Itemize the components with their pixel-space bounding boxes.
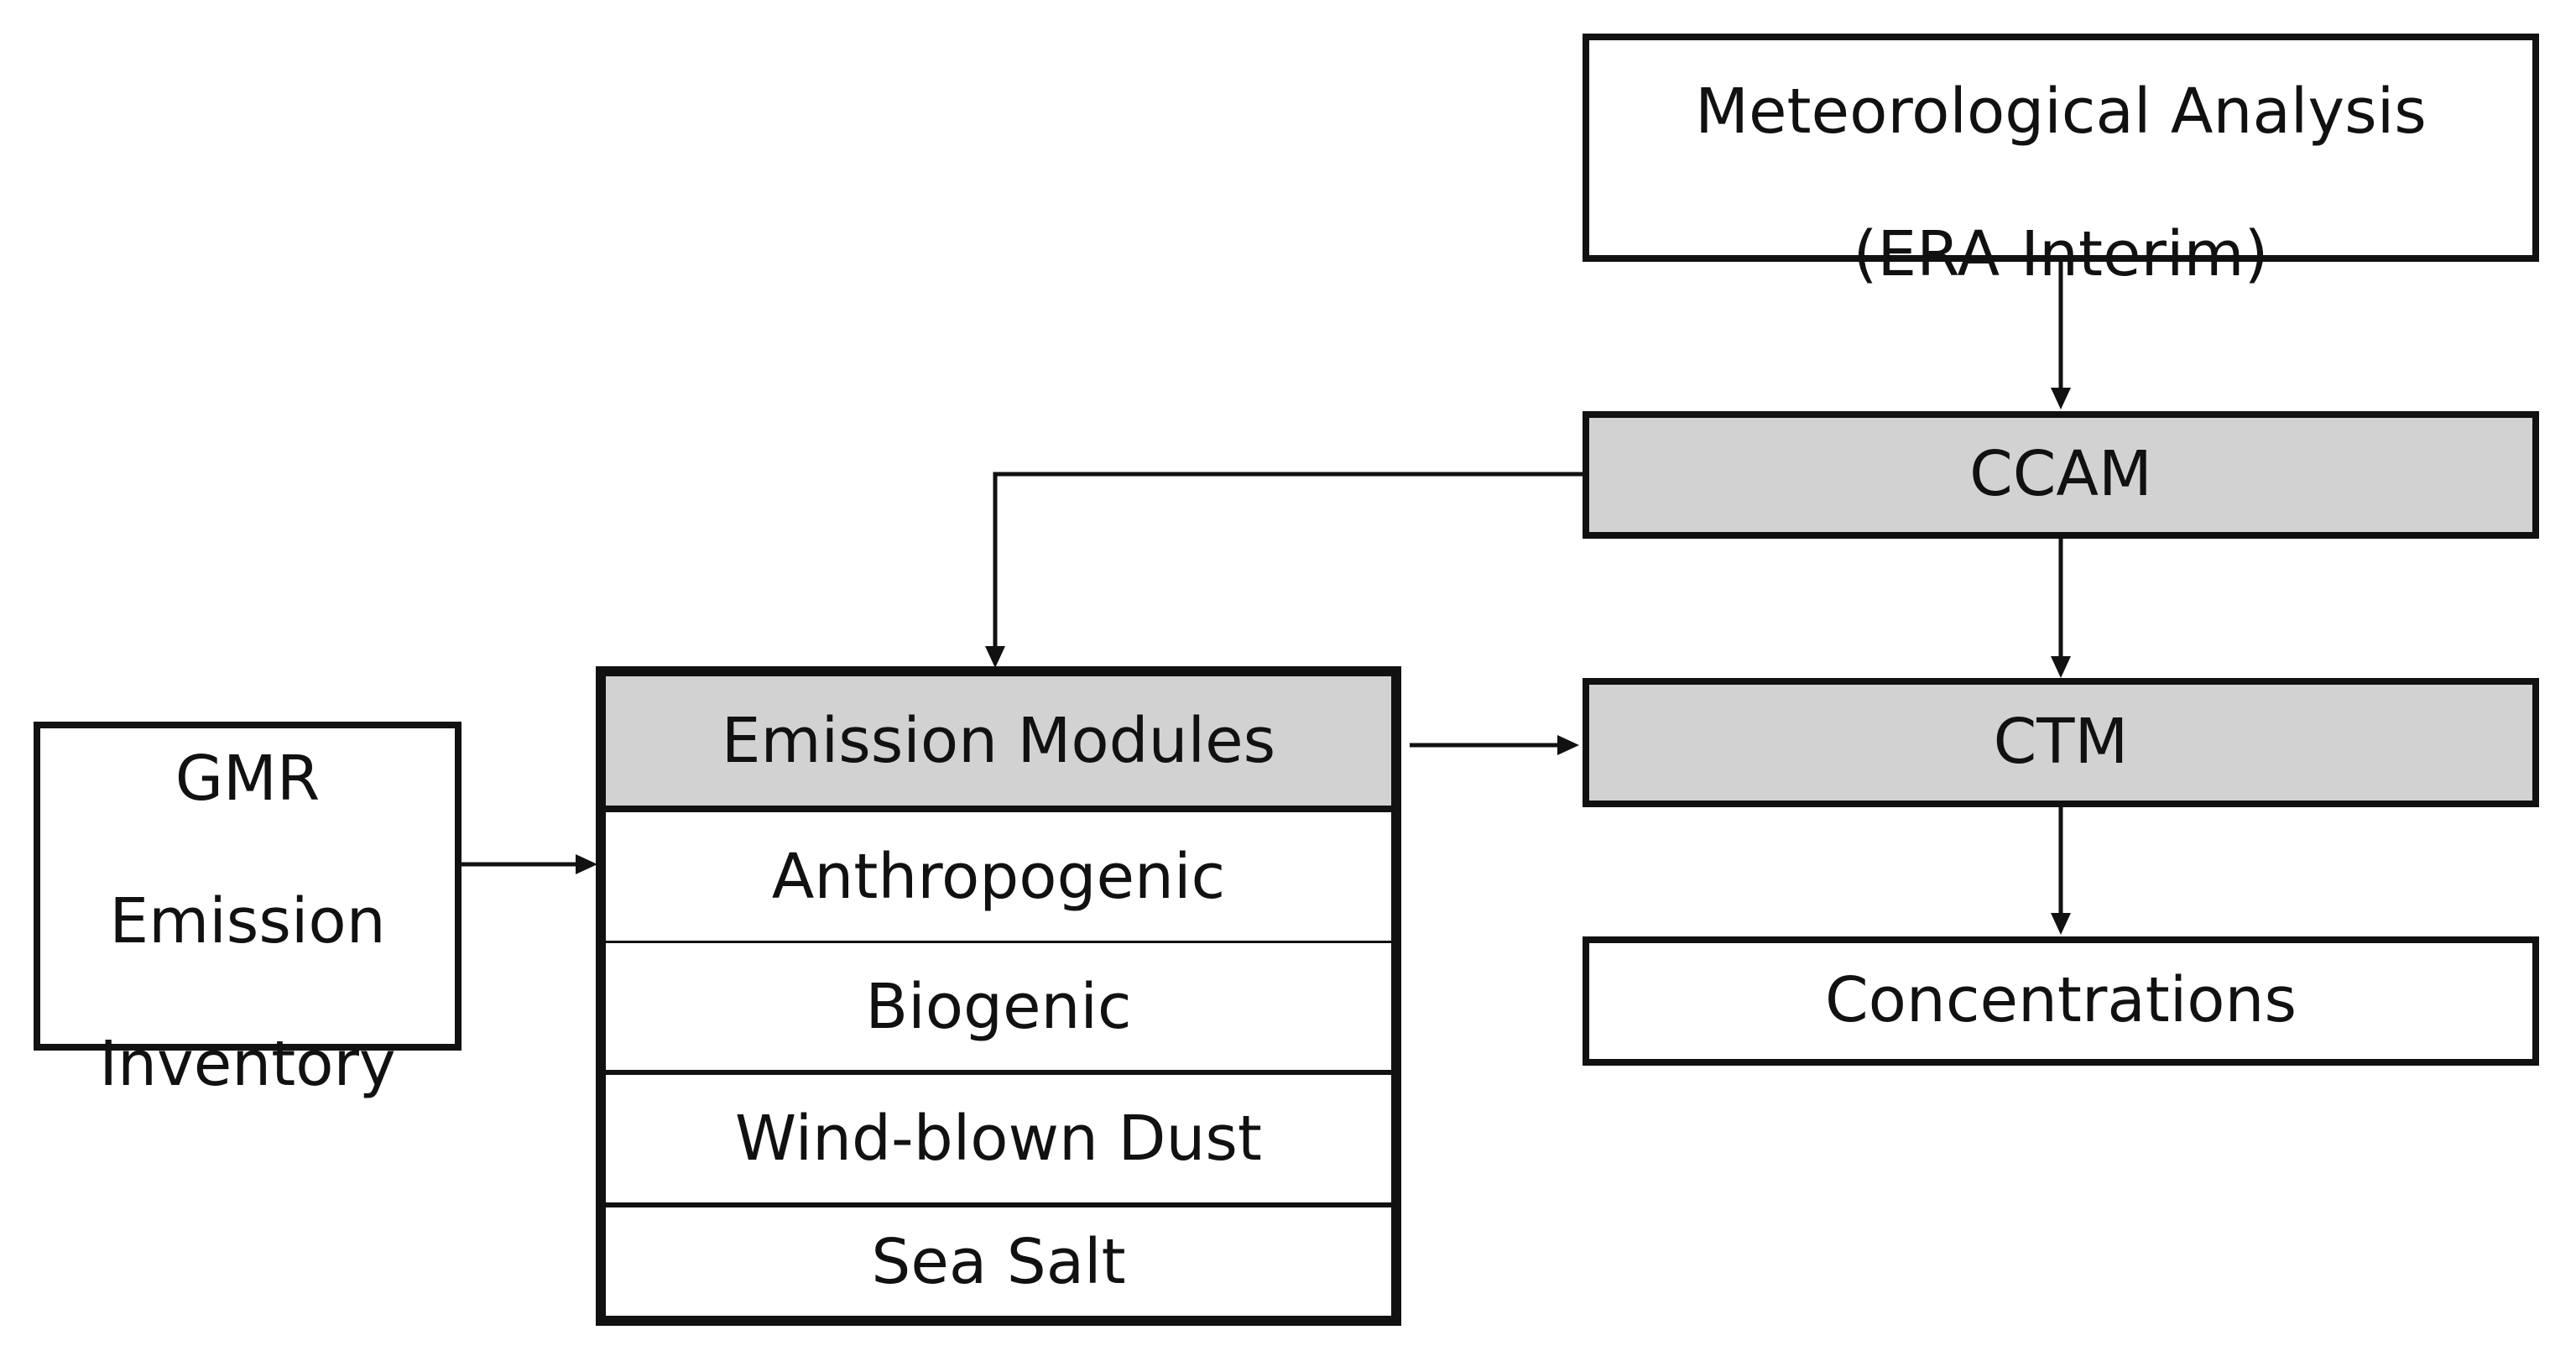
meteorological-analysis-label: Meteorological Analysis (ERA-Interim) bbox=[1695, 5, 2427, 290]
gmr-line3: Inventory bbox=[99, 1028, 396, 1101]
concentrations-box: Concentrations bbox=[1583, 936, 2539, 1066]
gmr-emission-inventory-label: GMR Emission Inventory bbox=[99, 672, 395, 1101]
ccam-box: CCAM bbox=[1583, 411, 2539, 539]
arrow-ccam-to-emission-modules bbox=[993, 472, 1586, 650]
ctm-label: CTM bbox=[1993, 706, 2129, 779]
ctm-box: CTM bbox=[1583, 678, 2539, 807]
arrowhead-ccam-to-emission-modules bbox=[985, 646, 1005, 668]
arrowhead-emission-to-ctm bbox=[1557, 735, 1579, 755]
emission-module-label: Biogenic bbox=[865, 970, 1132, 1043]
emission-module-label: Anthropogenic bbox=[771, 840, 1226, 913]
emission-module-row-biogenic: Biogenic bbox=[606, 943, 1391, 1075]
emission-module-label: Wind-blown Dust bbox=[735, 1103, 1262, 1175]
gmr-line2: Emission bbox=[109, 885, 386, 957]
emission-modules-header: Emission Modules bbox=[606, 676, 1391, 812]
emission-module-label: Sea Salt bbox=[871, 1225, 1126, 1298]
meteorological-analysis-box: Meteorological Analysis (ERA-Interim) bbox=[1583, 34, 2539, 290]
meteorological-analysis-line1: Meteorological Analysis bbox=[1695, 75, 2427, 148]
gmr-line1: GMR bbox=[175, 742, 321, 815]
arrowhead-met-to-ccam bbox=[2051, 388, 2071, 409]
ccam-label: CCAM bbox=[1969, 438, 2152, 511]
emission-module-row-wind-blown-dust: Wind-blown Dust bbox=[606, 1075, 1391, 1207]
concentrations-label: Concentrations bbox=[1824, 964, 2297, 1037]
emission-module-row-anthropogenic: Anthropogenic bbox=[606, 812, 1391, 943]
meteorological-analysis-line2: (ERA-Interim) bbox=[1853, 218, 2269, 291]
arrowhead-ccam-to-ctm bbox=[2051, 656, 2071, 678]
emission-module-row-sea-salt: Sea Salt bbox=[606, 1207, 1391, 1316]
emission-modules-stack: Emission Modules Anthropogenic Biogenic … bbox=[596, 666, 1401, 1326]
emission-modules-header-label: Emission Modules bbox=[721, 705, 1276, 777]
arrowhead-gmr-to-emission-modules bbox=[576, 854, 597, 874]
gmr-emission-inventory-box: GMR Emission Inventory bbox=[34, 722, 461, 1100]
arrowhead-ctm-to-concentrations bbox=[2051, 913, 2071, 935]
